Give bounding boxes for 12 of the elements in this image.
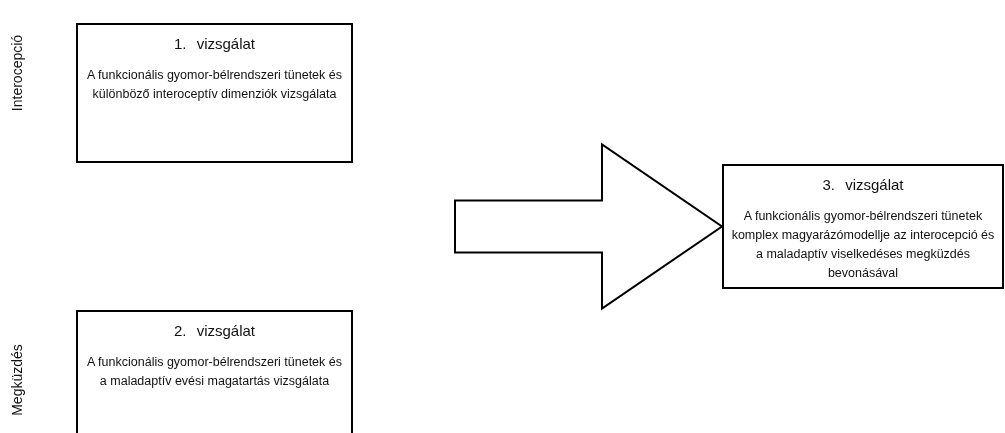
block-arrow [454,142,724,311]
study-description: A funkcionális gyomor-bélrendszeri tünetek és a maladaptív evési magatartás vizsgálata [86,354,343,390]
axis-label: Interocepció [9,34,25,112]
study-description: A funkcionális gyomor-bélrendszeri tünetek és különböző interoceptív dimenziók vizsgálata [86,67,343,103]
study-box [722,164,1004,289]
study-title: 1. vizsgálat [173,35,255,52]
study-title: 2. vizsgálat [173,322,255,339]
study-description: A funkcionális gyomor-bélrendszeri tünetek komplex magyarázómodellje az interocepció és a maladaptív viselkedéses megküzdés bevonásával [730,208,996,282]
study-box [76,23,353,163]
study-box [76,310,353,433]
study-title: 3. vizsgálat [822,176,904,193]
axis-label: Megküzdés [9,344,25,416]
